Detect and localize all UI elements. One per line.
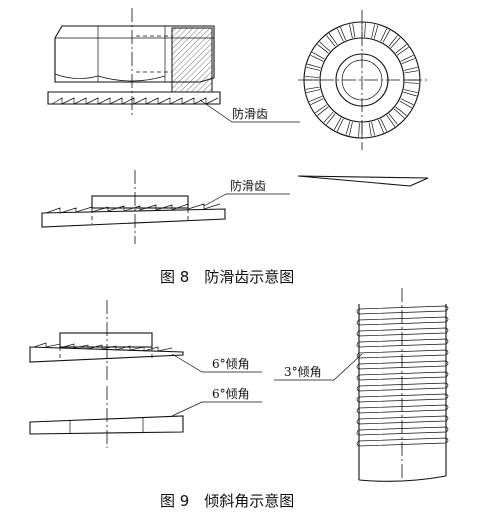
radial-tooth [380,28,391,43]
radial-tooth [386,113,398,127]
radial-tooth [317,41,331,54]
plate-body [41,208,226,228]
radial-tooth [403,66,419,74]
thread-crest [356,437,449,447]
radial-tooth [315,104,329,116]
thread-crest [356,305,449,315]
hex-curve [54,73,166,82]
nut-hex-body [54,25,215,83]
bolt-threads [356,305,449,447]
label-angle-thread: 3°倾角 [284,365,322,379]
lower-plate-body [29,415,184,435]
radial-tooth [361,23,366,38]
bore-circle [335,53,389,107]
angle-leader-thread [274,353,363,381]
radial-teeth [305,23,419,137]
angle-leader-top [171,353,262,373]
figure8-caption: 图 8 防滑齿示意图 [160,268,294,286]
radial-tooth [336,27,347,42]
radial-tooth [371,24,379,39]
radial-tooth [333,117,344,132]
flange-nut-front-view: 防滑齿 [47,8,300,123]
label-angle-bottom: 6°倾角 [212,387,250,401]
radial-tooth [388,35,401,49]
radial-tooth [404,79,419,84]
serration-inner-circle [319,37,405,123]
radial-tooth [305,86,321,94]
radial-tooth [358,122,363,137]
radial-tooth [306,63,321,71]
radial-tooth [323,111,336,125]
thread-crest [356,404,449,414]
tilted-plate-lower: 6°倾角 [29,386,262,448]
nut-section-hatch [171,27,213,93]
radial-tooth [399,98,414,109]
thread-crest [356,371,449,381]
tooth-wedge [297,175,429,187]
label-antislip-top: 防滑齿 [232,106,268,121]
radial-tooth [377,118,388,133]
thread-crest [356,327,449,337]
thread-circle [341,59,383,101]
bolt-end [358,475,447,482]
radial-tooth [395,44,409,56]
radial-tooth [326,33,338,47]
label-antislip-bottom: 防滑齿 [230,178,266,193]
thread-crest [356,415,449,425]
serrated-plate: 防滑齿 [41,170,290,244]
plate-serrations [45,203,221,214]
radial-tooth [310,51,325,62]
threaded-bolt: 3°倾角 [274,288,449,482]
nut-flange [47,91,221,105]
upper-plate-serrations [33,342,173,352]
flange-outer-circle [303,21,421,139]
thread-crest [356,426,449,436]
flange-serrations [51,97,219,105]
thread-crest [356,349,449,359]
radial-tooth [345,121,353,136]
radial-tooth [348,23,356,39]
tilted-plate-upper: 6°倾角 [29,300,262,382]
radial-tooth [305,76,320,81]
radial-tooth [403,89,418,97]
radial-tooth [400,54,415,65]
antislip-leader-bottom [203,193,290,207]
upper-plate-body [29,346,184,363]
radial-tooth [393,106,407,119]
thread-crest [356,382,449,392]
thread-crest [356,393,449,403]
label-angle-top: 6°倾角 [212,357,250,371]
angle-leader-bottom [171,401,262,417]
flange-nut-top-view [298,10,428,150]
thread-crest [356,316,449,326]
figure9-caption: 图 9 倾斜角示意图 [160,492,294,510]
thread-crest [356,338,449,348]
radial-tooth [309,95,324,106]
antislip-leader-top [199,99,300,123]
thread-crest [356,360,449,370]
radial-tooth [368,121,376,137]
